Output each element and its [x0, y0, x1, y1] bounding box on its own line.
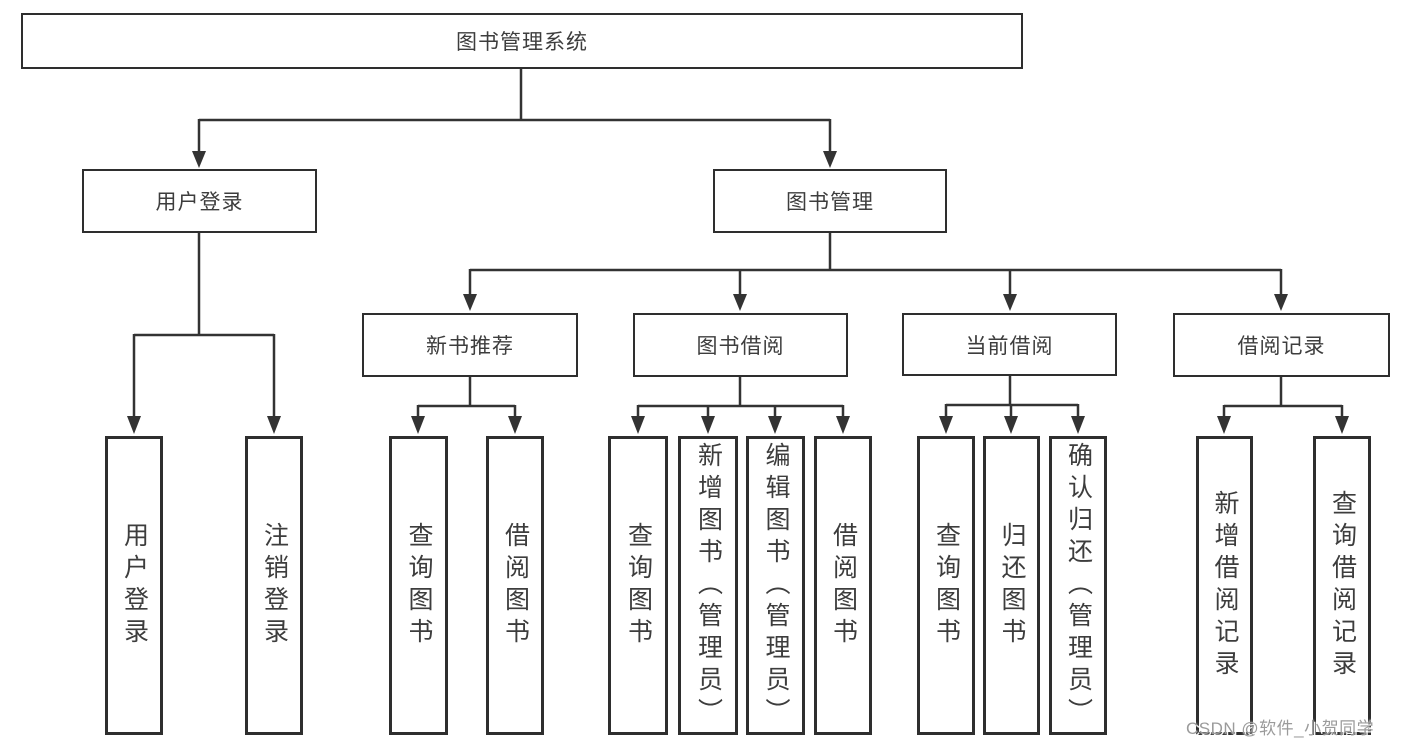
- leaf-query-borrow-record: 查询借阅记录: [1313, 436, 1371, 735]
- watermark: CSDN @软件_小贺同学: [1186, 719, 1375, 738]
- leaf-label: 确认归还（管理员）: [1064, 441, 1093, 730]
- leaf-user-login: 用户登录: [105, 436, 163, 735]
- arrowhead-icon: [1274, 294, 1288, 311]
- node-book-management: 图书管理: [713, 169, 947, 233]
- arrowhead-icon: [836, 416, 850, 434]
- arrowhead-icon: [192, 151, 206, 168]
- arrowhead-icon: [768, 416, 782, 434]
- node-new-book-recommend: 新书推荐: [362, 313, 578, 377]
- arrowhead-icon: [1217, 416, 1231, 434]
- leaf-query-books-borrow: 查询图书: [608, 436, 668, 735]
- arrowhead-icon: [267, 416, 281, 434]
- connector-root-to-level2: [192, 69, 837, 168]
- connector-login-to-leaves: [127, 233, 281, 434]
- arrowhead-icon: [823, 151, 837, 168]
- node-current-borrow: 当前借阅: [902, 313, 1117, 376]
- node-borrow-records: 借阅记录: [1173, 313, 1390, 377]
- arrowhead-icon: [1071, 416, 1085, 434]
- node-library-system: 图书管理系统: [21, 13, 1023, 69]
- arrowhead-icon: [411, 416, 425, 434]
- arrowhead-icon: [631, 416, 645, 434]
- arrowhead-icon: [127, 416, 141, 434]
- leaf-add-borrow-record: 新增借阅记录: [1196, 436, 1253, 735]
- node-book-borrow: 图书借阅: [633, 313, 848, 377]
- leaf-label: 查询借阅记录: [1328, 489, 1357, 682]
- connector-borrow-to-leaves: [631, 377, 850, 434]
- arrowhead-icon: [733, 294, 747, 311]
- arrowhead-icon: [463, 294, 477, 311]
- leaf-label: 编辑图书（管理员）: [762, 441, 790, 730]
- leaf-add-book-admin: 新增图书（管理员）: [678, 436, 738, 735]
- leaf-return-book: 归还图书: [983, 436, 1040, 735]
- leaf-label: 新增图书（管理员）: [694, 441, 723, 730]
- connector-records-to-leaves: [1217, 377, 1349, 434]
- arrowhead-icon: [701, 416, 715, 434]
- connector-management-to-level3: [463, 233, 1288, 311]
- leaf-label: 查询图书: [624, 521, 653, 650]
- arrowhead-icon: [1004, 416, 1018, 434]
- arrowhead-icon: [1003, 294, 1017, 311]
- leaf-label: 查询图书: [932, 521, 961, 650]
- connector-recommend-to-leaves: [411, 377, 522, 434]
- leaf-label: 注销登录: [260, 521, 289, 650]
- arrowhead-icon: [939, 416, 953, 434]
- leaf-query-books-current: 查询图书: [917, 436, 975, 735]
- leaf-label: 归还图书: [998, 521, 1026, 650]
- arrowhead-icon: [508, 416, 522, 434]
- leaf-query-books-recommend: 查询图书: [389, 436, 448, 735]
- leaf-label: 借阅图书: [829, 521, 858, 650]
- leaf-borrow-books-recommend: 借阅图书: [486, 436, 544, 735]
- leaf-confirm-return-admin: 确认归还（管理员）: [1049, 436, 1107, 735]
- leaf-logout: 注销登录: [245, 436, 303, 735]
- leaf-edit-book-admin: 编辑图书（管理员）: [746, 436, 805, 735]
- leaf-label: 借阅图书: [501, 521, 530, 650]
- arrowhead-icon: [1335, 416, 1349, 434]
- connector-current-to-leaves: [939, 376, 1085, 434]
- leaf-label: 用户登录: [120, 521, 149, 650]
- leaf-borrow-books: 借阅图书: [814, 436, 872, 735]
- leaf-label: 查询图书: [405, 521, 433, 650]
- node-user-login: 用户登录: [82, 169, 317, 233]
- leaf-label: 新增借阅记录: [1211, 489, 1239, 682]
